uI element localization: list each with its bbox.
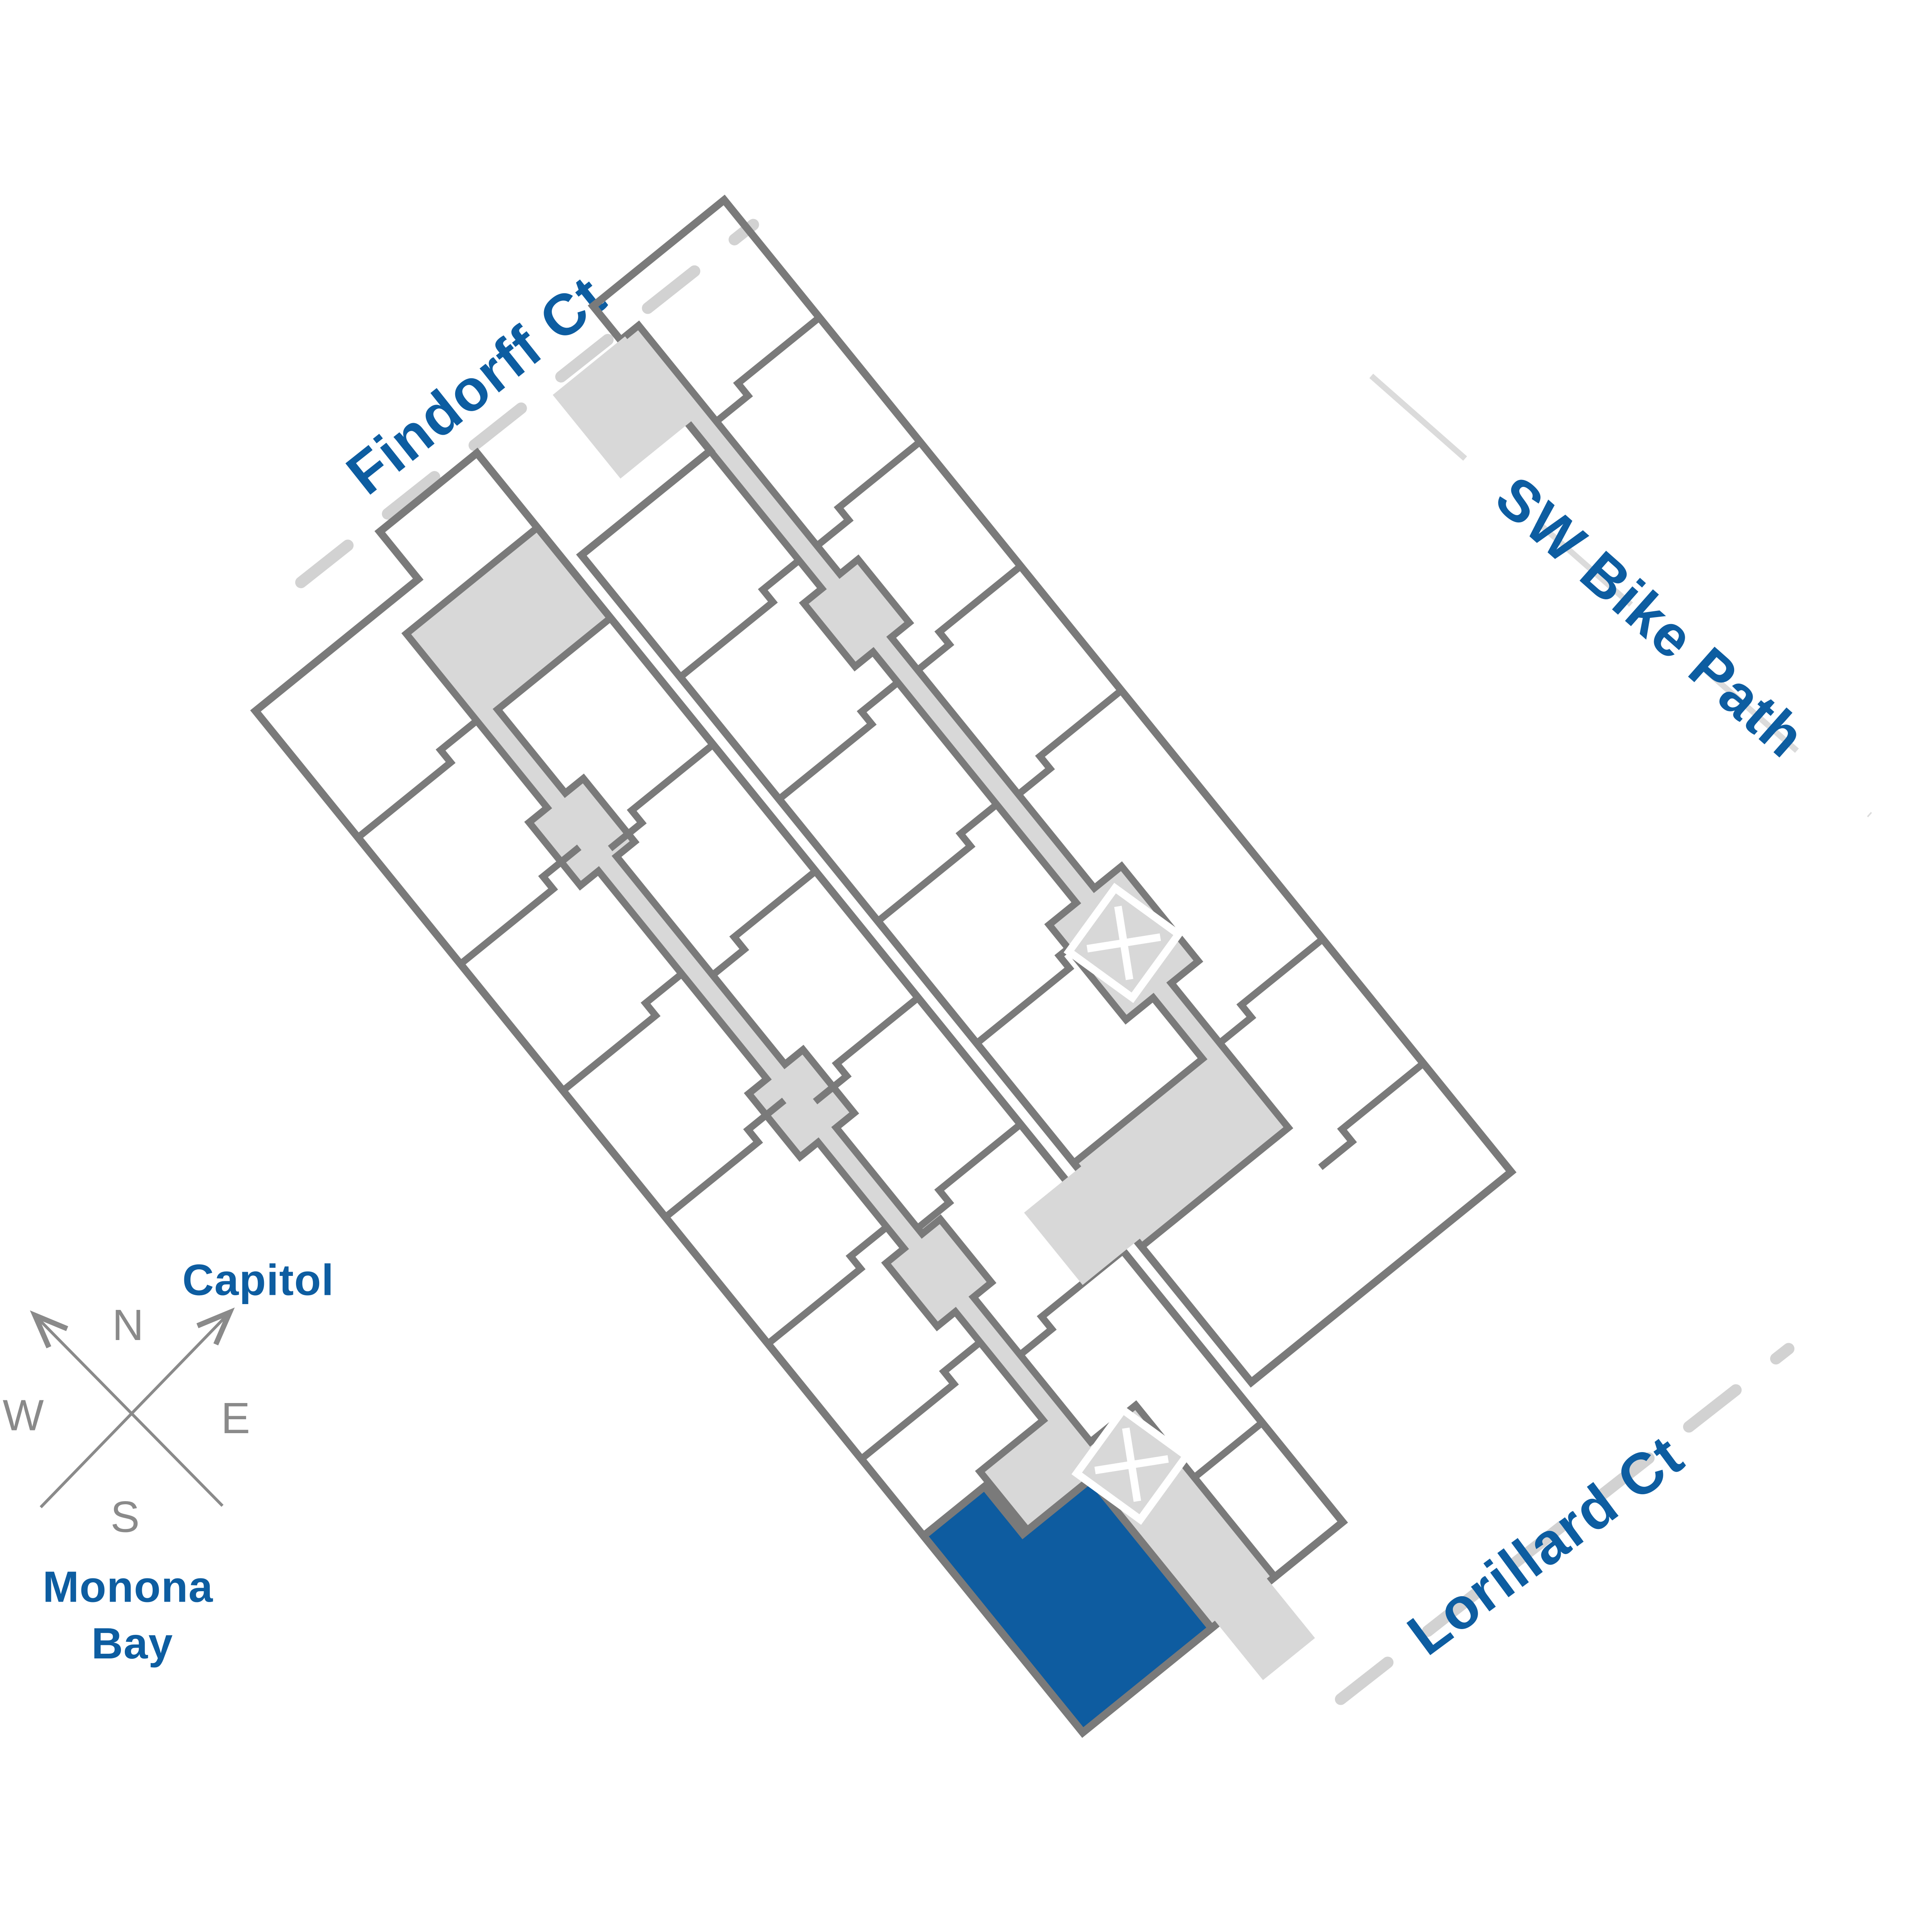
unit-divider xyxy=(1217,936,1325,1046)
street-lorillard: Lorillard Ct xyxy=(1335,1343,1794,1705)
building-north-dividers-ne xyxy=(714,315,1426,1170)
unit-divider xyxy=(1318,1060,1426,1170)
compass-letter-e: E xyxy=(221,1394,250,1442)
landmark-labels: Capitol Monona Bay xyxy=(43,1255,334,1668)
unit-divider xyxy=(458,844,582,967)
unit-divider xyxy=(678,558,801,680)
street-bike-path: SW Bike Path xyxy=(1369,374,1872,818)
street-dash-findorff xyxy=(295,219,759,588)
building-north-outline xyxy=(576,194,1517,1388)
stairwell-x-glyph xyxy=(1094,1427,1169,1502)
compass-letter-n: N xyxy=(112,1301,144,1349)
compass-arrowhead-nw-icon xyxy=(30,1310,68,1349)
building-north-dividers-sw xyxy=(678,558,1075,1046)
compass-arrowhead-ne-icon xyxy=(196,1307,235,1345)
compass-letter-w: W xyxy=(3,1391,44,1439)
building-south-dividers-ne xyxy=(608,742,1265,1480)
compass-shaft-se-nw xyxy=(34,1314,224,1507)
landmark-capitol: Capitol xyxy=(182,1255,334,1304)
compass-rose: N W E S xyxy=(3,1301,250,1541)
street-label-lorillard: Lorillard Ct xyxy=(1396,1422,1695,1667)
unit-divider xyxy=(915,1121,1023,1231)
landmark-monona-bay-line2: Bay xyxy=(92,1619,173,1668)
street-dash-bike-path xyxy=(1369,374,1872,818)
building-south-walkway-tail xyxy=(1213,1576,1315,1680)
unit-divider xyxy=(815,439,922,549)
unit-divider xyxy=(1192,1420,1265,1480)
compass-shaft-sw-ne xyxy=(39,1311,231,1509)
building-north-walkway-tail-entry xyxy=(553,336,693,479)
unit-divider xyxy=(915,563,1023,673)
unit-divider xyxy=(813,995,920,1105)
stairwell-x-icon xyxy=(1071,1405,1192,1525)
building-north xyxy=(553,194,1517,1388)
street-label-bike-path: SW Bike Path xyxy=(1483,464,1818,770)
stairwell-x-icon xyxy=(1063,883,1184,1003)
unit-divider xyxy=(714,315,822,424)
building-south-dividers-sw xyxy=(355,718,983,1462)
building-south xyxy=(250,447,1348,1738)
unit-divider xyxy=(859,1339,983,1462)
unit-divider xyxy=(663,1097,787,1220)
compass-letter-s: S xyxy=(111,1493,139,1541)
unit-divider xyxy=(1016,687,1124,797)
building-north-walkway-tail-exit xyxy=(1024,1164,1143,1285)
street-dash-lorillard xyxy=(1335,1343,1794,1705)
unit-divider xyxy=(975,946,1075,1046)
unit-divider xyxy=(710,868,818,978)
building-south-outline xyxy=(250,447,1348,1738)
stairwell-x-glyph xyxy=(1087,906,1161,980)
unit-divider xyxy=(765,1224,889,1347)
unit-divider xyxy=(876,801,999,924)
unit-divider xyxy=(355,718,479,840)
unit-divider xyxy=(608,742,716,851)
unit-divider xyxy=(561,971,684,1094)
landmark-monona-bay-line1: Monona xyxy=(43,1562,213,1611)
unit-divider xyxy=(777,680,900,802)
